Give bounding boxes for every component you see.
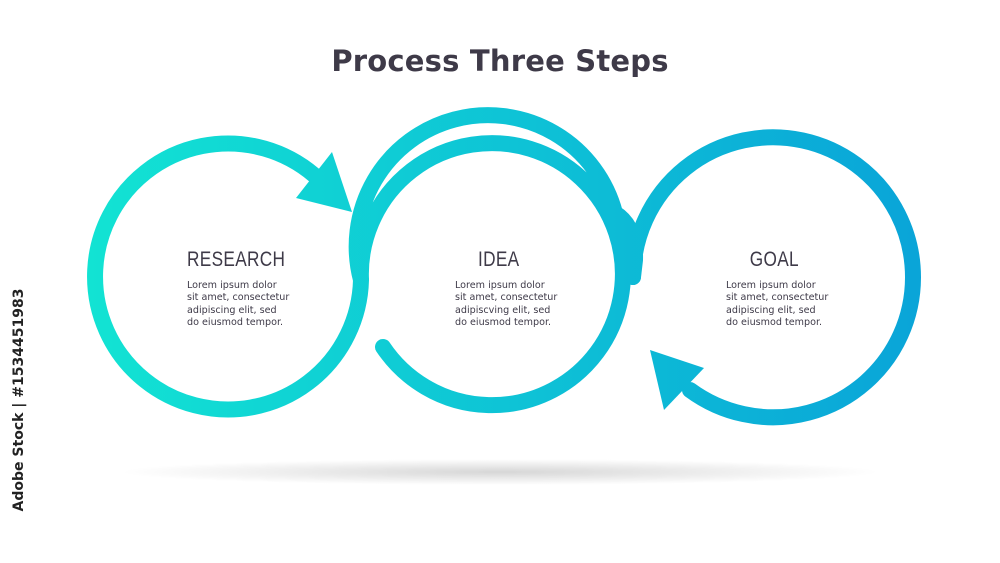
text-line: do eiusmod tempor. xyxy=(187,317,284,329)
watermark-text: Adobe Stock | #1534451983 xyxy=(11,288,27,512)
step-research-text: Lorem ipsum dolor sit amet, consectetur … xyxy=(187,280,327,330)
idea-circle-arc xyxy=(348,107,631,414)
step-research: RESEARCH Lorem ipsum dolor sit amet, con… xyxy=(187,248,327,330)
step-idea-text: Lorem ipsum dolor sit amet, consectetur … xyxy=(455,280,595,330)
text-line: adipiscing elit, sed xyxy=(726,304,816,316)
step-goal-text: Lorem ipsum dolor sit amet, consectetur … xyxy=(726,280,866,330)
step-goal: GOAL Lorem ipsum dolor sit amet, consect… xyxy=(726,248,866,330)
step-idea-title: IDEA xyxy=(477,248,520,271)
text-line: adipiscing elit, sed xyxy=(187,304,277,316)
text-line: sit amet, consectetur xyxy=(187,292,290,304)
goal-arrow-icon xyxy=(650,350,704,410)
text-line: Lorem ipsum dolor xyxy=(455,280,545,291)
text-line: sit amet, consectetur xyxy=(726,292,829,304)
text-line: do eiusmod tempor. xyxy=(455,317,552,329)
step-goal-title: GOAL xyxy=(749,248,799,271)
stock-watermark: Adobe Stock | #1534451983 xyxy=(6,289,32,512)
text-line: do eiusmod tempor. xyxy=(726,317,823,329)
floor-shadow xyxy=(120,459,880,485)
diagram-title: Process Three Steps xyxy=(331,44,669,78)
research-arrow-icon xyxy=(296,152,352,212)
text-line: Lorem ipsum dolor xyxy=(726,280,816,291)
goal-circle-arc xyxy=(625,129,921,426)
text-line: Lorem ipsum dolor xyxy=(187,280,277,291)
step-idea: IDEA Lorem ipsum dolor sit amet, consect… xyxy=(455,248,595,330)
step-research-title: RESEARCH xyxy=(187,248,286,271)
research-circle-arc xyxy=(87,135,369,418)
text-line: adipiscving elit, sed xyxy=(455,304,551,316)
text-line: sit amet, consectetur xyxy=(455,292,558,304)
